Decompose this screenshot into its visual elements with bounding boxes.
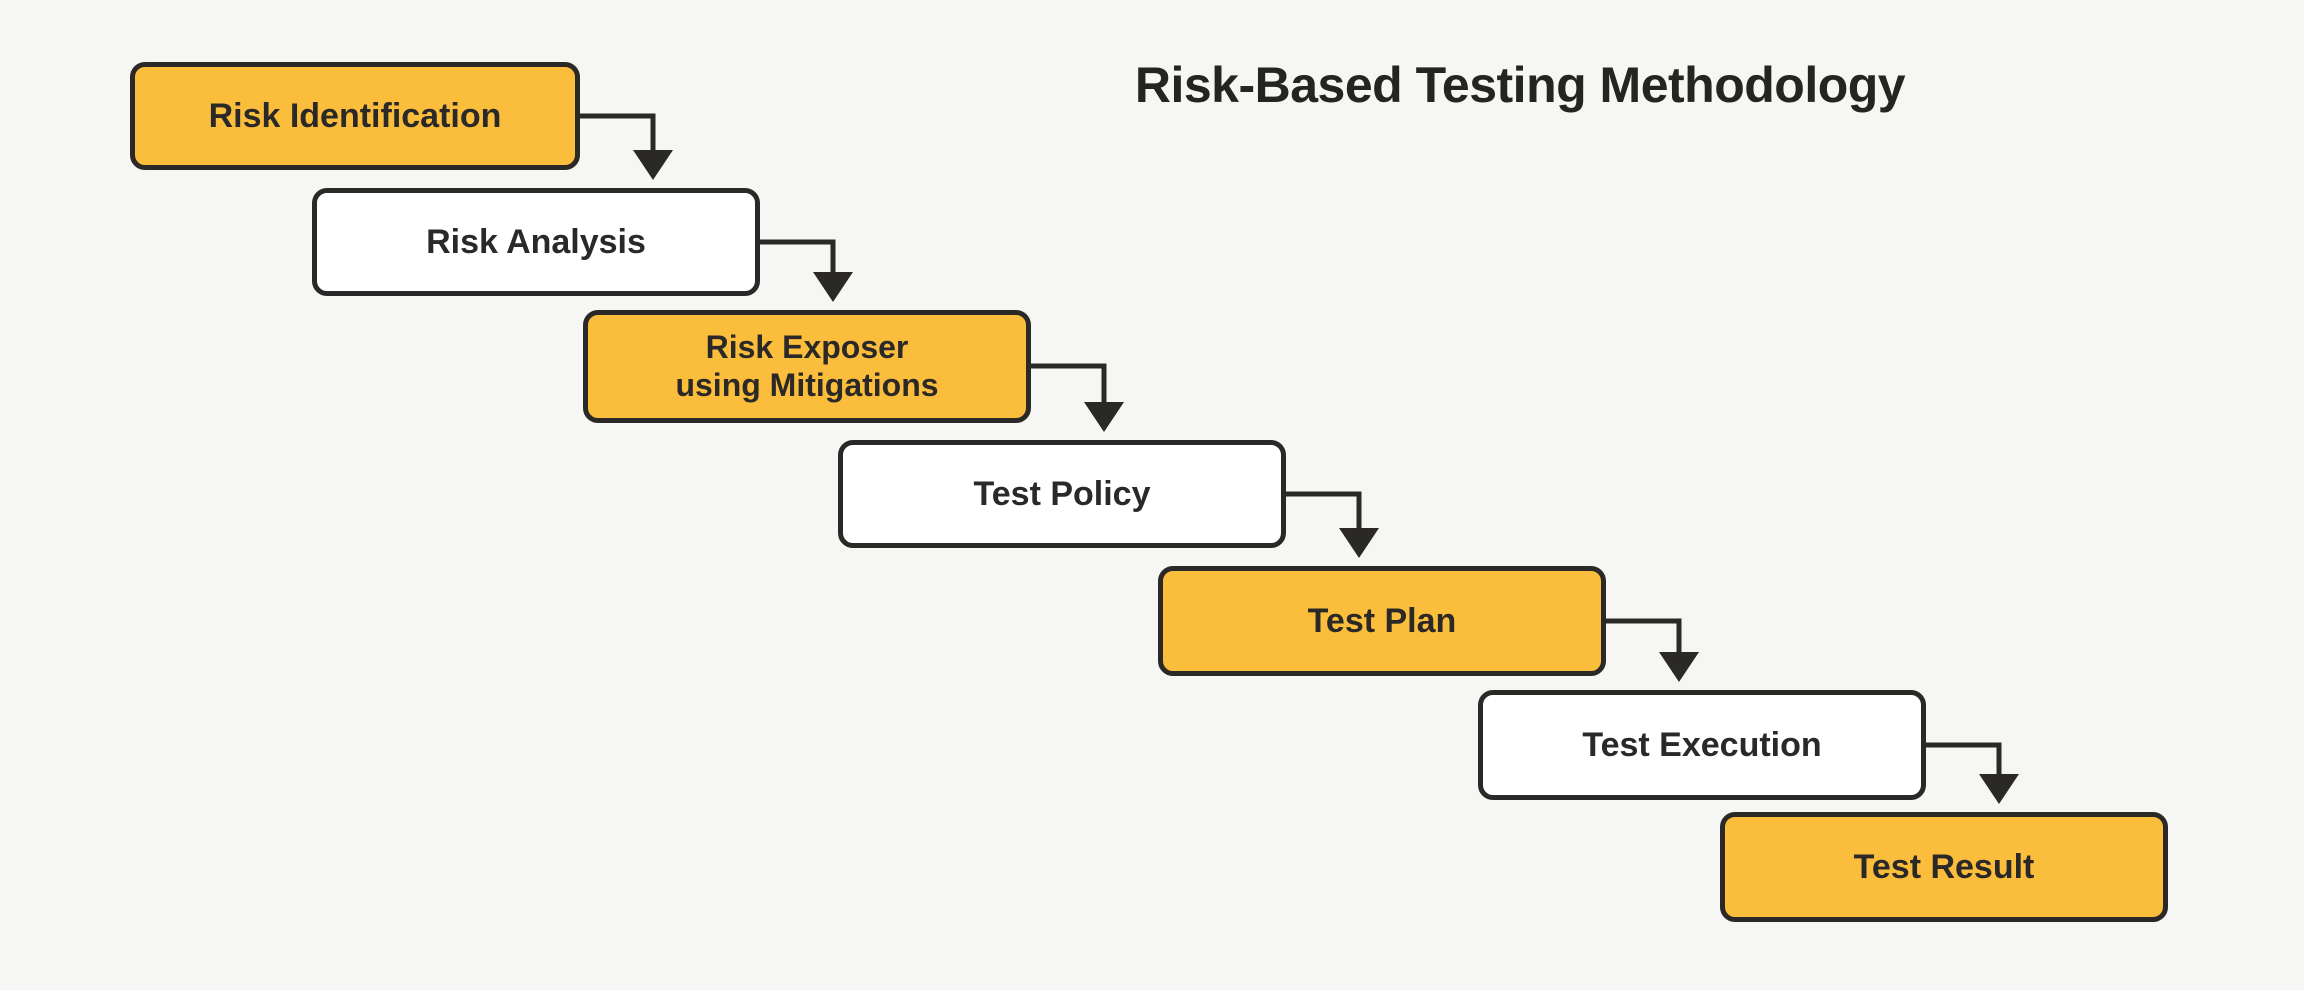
arrow-head-icon xyxy=(1084,402,1124,432)
arrow-line xyxy=(758,239,836,276)
step-label-line-1: Risk Exposer xyxy=(705,328,909,365)
step-label: Risk Analysis xyxy=(426,222,646,261)
step-risk-analysis: Risk Analysis xyxy=(312,188,760,296)
arrow-head-icon xyxy=(1659,652,1699,682)
connector-arrow-4 xyxy=(1284,491,1379,558)
arrow-line xyxy=(1284,491,1362,532)
connector-arrow-2 xyxy=(758,239,853,302)
step-label: Risk Identification xyxy=(208,96,502,135)
step-label-line-2: using Mitigations xyxy=(675,366,939,403)
step-label: Test Execution xyxy=(1582,725,1822,764)
arrow-head-icon xyxy=(1979,774,2019,804)
step-label: Test Result xyxy=(1853,847,2035,886)
step-risk-identification: Risk Identification xyxy=(130,62,580,170)
step-label: Test Policy xyxy=(973,474,1151,513)
step-risk-exposer-using-mitigations: Risk Exposer using Mitigations xyxy=(583,310,1031,423)
diagram-title: Risk-Based Testing Methodology xyxy=(1134,57,1906,113)
connector-arrow-5 xyxy=(1604,618,1699,682)
arrow-head-icon xyxy=(633,150,673,180)
arrow-line xyxy=(1604,618,1682,656)
step-test-policy: Test Policy xyxy=(838,440,1286,548)
arrow-head-icon xyxy=(813,272,853,302)
arrow-line xyxy=(578,113,656,154)
arrow-head-icon xyxy=(1339,528,1379,558)
connector-arrow-6 xyxy=(1924,742,2019,804)
step-test-execution: Test Execution xyxy=(1478,690,1926,800)
step-test-plan: Test Plan xyxy=(1158,566,1606,676)
step-label: Test Plan xyxy=(1307,601,1457,640)
arrow-line xyxy=(1924,742,2002,778)
connector-arrow-1 xyxy=(578,113,673,180)
arrow-line xyxy=(1029,363,1107,406)
connector-arrow-3 xyxy=(1029,363,1124,432)
step-test-result: Test Result xyxy=(1720,812,2168,922)
